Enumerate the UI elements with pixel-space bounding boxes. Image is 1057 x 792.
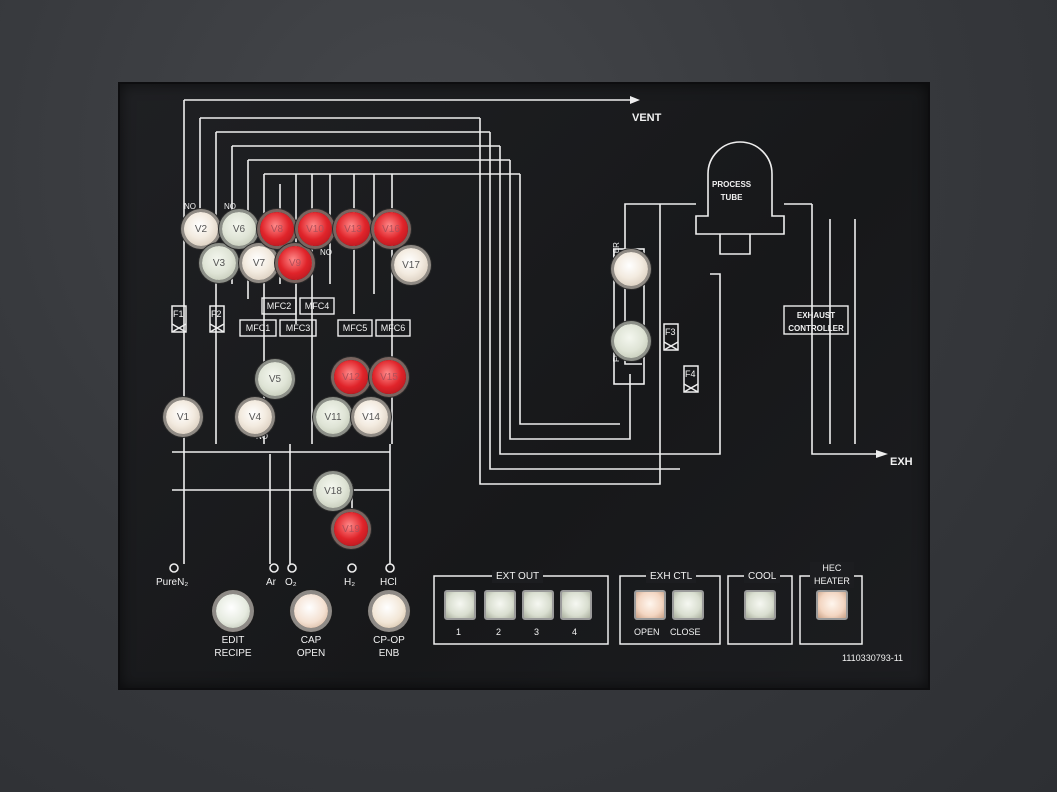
valve-v1-indicator: V1	[166, 400, 200, 434]
flame-indicator	[614, 324, 648, 358]
filter-f2-label: F2	[211, 309, 222, 319]
valve-v9-indicator: V9	[278, 246, 312, 280]
valve-v3-indicator: V3	[202, 246, 236, 280]
no-label-v2: NO	[184, 202, 196, 211]
cp-op-enb-button[interactable]	[372, 594, 406, 628]
ext-out-3-label: 3	[534, 627, 540, 637]
process-tube-outline	[695, 141, 785, 235]
gas-pure-n2-label: PureN₂	[156, 577, 189, 588]
valve-v18-indicator: V18	[316, 474, 350, 508]
ext-out-4-label: 4	[572, 627, 578, 637]
valve-v16-indicator: V16	[374, 212, 408, 246]
valve-v10-indicator: V10	[298, 212, 332, 246]
no-label-v4: NO	[256, 432, 268, 441]
valve-v4-indicator: V4	[238, 400, 272, 434]
gas-o2-label: O₂	[285, 577, 297, 588]
edit-recipe-button[interactable]	[216, 594, 250, 628]
valve-v6-indicator: V6	[222, 212, 256, 246]
no-label-v6: NO	[224, 202, 236, 211]
valve-v14-indicator: V14	[354, 400, 388, 434]
valve-v8-indicator: V8	[260, 212, 294, 246]
filter-f1-label: F1	[173, 309, 184, 319]
heater-indicator	[614, 252, 648, 286]
cool-title: COOL	[744, 570, 781, 583]
valve-v13-indicator: V13	[336, 212, 370, 246]
valve-v5-indicator: V5	[258, 362, 292, 396]
mfc1-label: MFC1	[245, 323, 271, 333]
cap-open-button[interactable]	[294, 594, 328, 628]
exh-close-label: CLOSE	[670, 627, 701, 637]
exh-ctl-title: EXH CTL	[646, 570, 697, 583]
mfc2-label: MFC2	[266, 301, 292, 311]
no-label-v9: NO	[320, 248, 332, 257]
ext-out-2-label: 2	[496, 627, 502, 637]
ext-out-2-button[interactable]	[484, 590, 516, 620]
hec-heater-button[interactable]	[816, 590, 848, 620]
exh-open-label: OPEN	[634, 627, 660, 637]
filter-f4-label: F4	[685, 369, 696, 379]
gas-hcl-label: HCl	[380, 577, 397, 588]
ext-out-3-button[interactable]	[522, 590, 554, 620]
valve-v15-indicator: V15	[372, 360, 406, 394]
cool-button[interactable]	[744, 590, 776, 620]
valve-v19-indicator: V19	[334, 512, 368, 546]
ext-out-1-label: 1	[456, 627, 462, 637]
gas-h2-label: H₂	[344, 577, 356, 588]
mfc6-label: MFC6	[380, 323, 406, 333]
exh-label: EXH	[890, 456, 913, 468]
mfc3-label: MFC3	[285, 323, 311, 333]
part-number: 1110330793-11	[842, 653, 904, 663]
valve-v17-indicator: V17	[394, 248, 428, 282]
filter-f3-label: F3	[665, 327, 676, 337]
exh-open-button[interactable]	[634, 590, 666, 620]
mfc4-label: MFC4	[304, 301, 330, 311]
valve-v12-indicator: V12	[334, 360, 368, 394]
exh-close-button[interactable]	[672, 590, 704, 620]
valve-v2-indicator: V2	[184, 212, 218, 246]
ext-out-title: EXT OUT	[492, 570, 544, 583]
ext-out-4-button[interactable]	[560, 590, 592, 620]
ext-out-1-button[interactable]	[444, 590, 476, 620]
valve-v11-indicator: V11	[316, 400, 350, 434]
mfc5-label: MFC5	[342, 323, 368, 333]
gas-ar-label: Ar	[266, 577, 276, 588]
valve-v7-indicator: V7	[242, 246, 276, 280]
exh-line	[811, 204, 880, 455]
vent-label: VENT	[632, 112, 662, 124]
